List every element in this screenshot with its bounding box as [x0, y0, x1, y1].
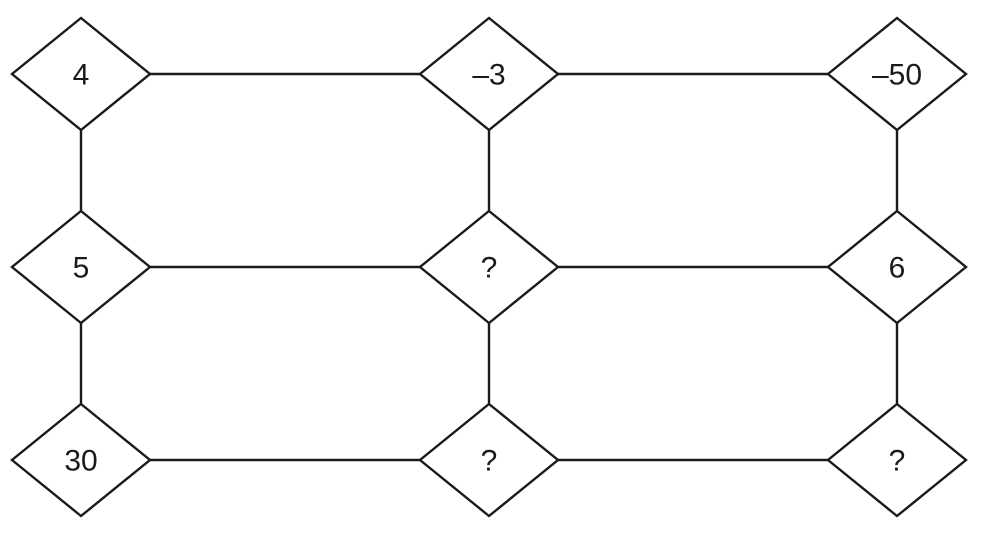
connectors: [79, 72, 899, 462]
diamond-shape: [418, 209, 560, 325]
diamond-shape: [10, 402, 152, 518]
diamond-node: –50: [826, 16, 968, 132]
diamond-shape: [418, 402, 560, 518]
diamond-node: 5: [10, 209, 152, 325]
diamond-node: 6: [826, 209, 968, 325]
diamond-shape: [826, 209, 968, 325]
node-value: ?: [889, 445, 906, 478]
node-value: 6: [889, 252, 906, 285]
diamond-node: 4: [10, 16, 152, 132]
node-value: ?: [481, 445, 498, 478]
diamond-shape: [10, 16, 152, 132]
node-value: ?: [481, 252, 498, 285]
diamond-shape: [826, 16, 968, 132]
node-value: –3: [472, 59, 505, 92]
diamond-node: 30: [10, 402, 152, 518]
node-value: 4: [73, 59, 90, 92]
node-value: 30: [64, 445, 97, 478]
diamond-node: ?: [418, 209, 560, 325]
node-value: –50: [872, 59, 922, 92]
diamond-shape: [418, 16, 560, 132]
diamond-node: –3: [418, 16, 560, 132]
diamond-shape: [10, 209, 152, 325]
node-value: 5: [73, 252, 90, 285]
diamond-node: ?: [418, 402, 560, 518]
diamond-node: ?: [826, 402, 968, 518]
diamond-shape: [826, 402, 968, 518]
